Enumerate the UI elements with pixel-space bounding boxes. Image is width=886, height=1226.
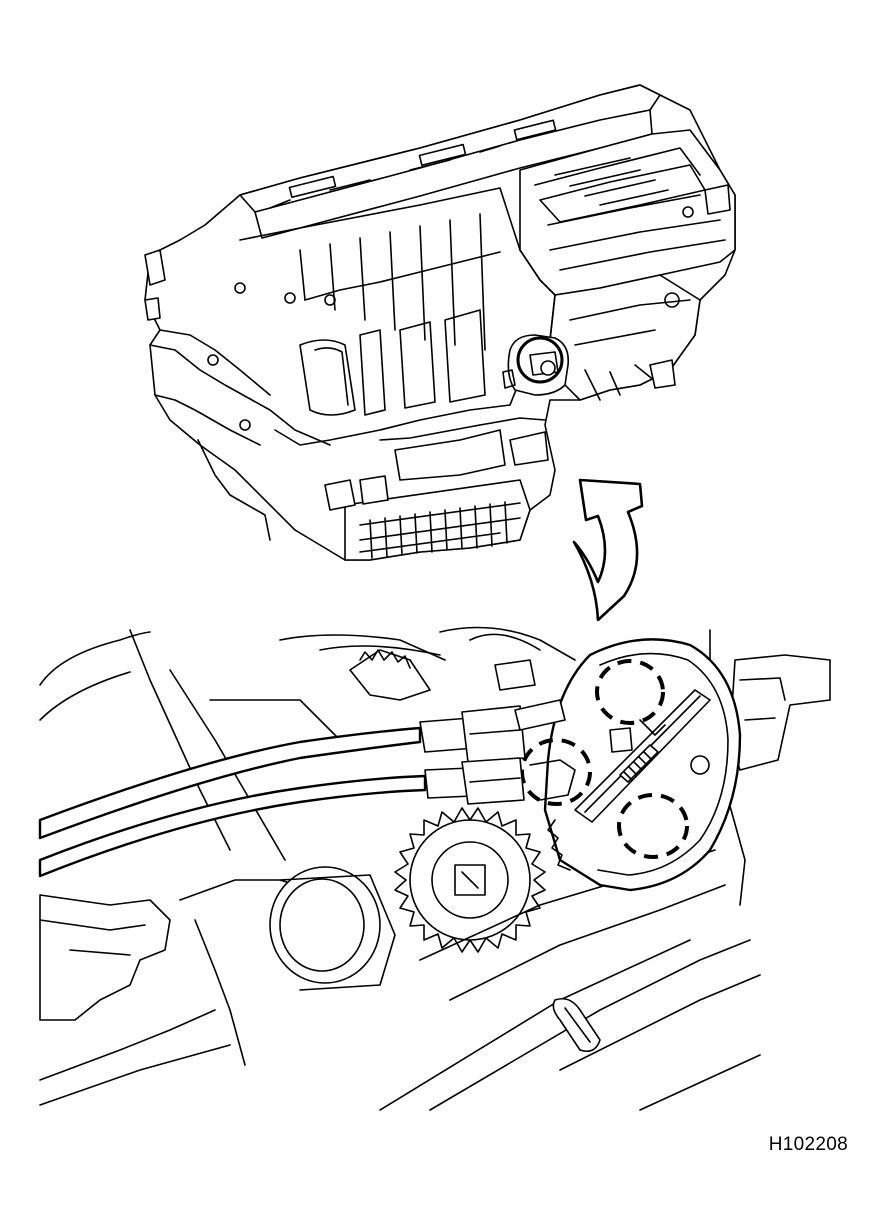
figure-code: H102208 <box>768 1134 848 1155</box>
drive-gear <box>394 807 546 953</box>
claw-highlight-top <box>595 659 665 725</box>
servo-motor-detail <box>520 638 742 892</box>
heater-core <box>344 479 531 561</box>
wire-harness <box>38 699 576 878</box>
detail-view <box>38 626 831 1111</box>
servo-motor-installed <box>502 334 570 396</box>
duct-opening <box>269 866 396 991</box>
blower-scroll <box>549 274 701 401</box>
hvac-unit-assembly <box>144 84 736 561</box>
claw-highlight-bottom <box>617 793 689 859</box>
installation-arrow <box>572 478 644 622</box>
